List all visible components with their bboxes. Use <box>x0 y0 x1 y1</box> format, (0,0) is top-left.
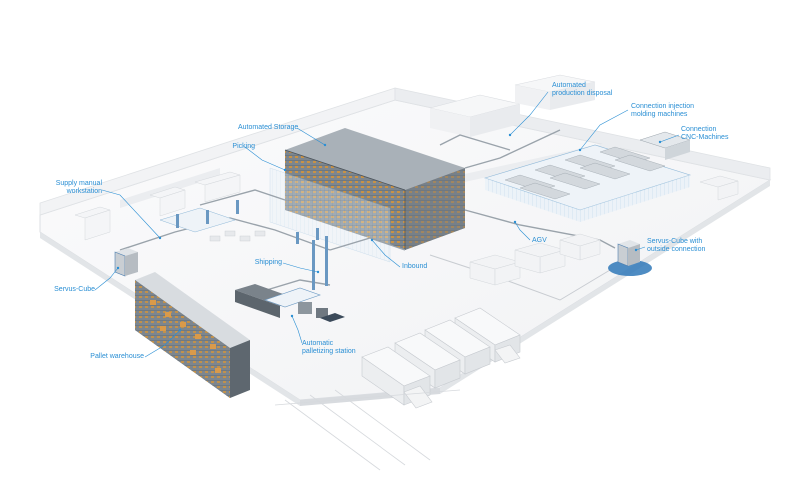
left-boxes <box>74 171 241 241</box>
label-connection-cnc: Connection CNC-Machines <box>681 126 729 141</box>
label-automatic-palletizing: Automatic palletizing station <box>302 340 356 355</box>
label-supply-manual-workstation: Supply manual workstation <box>55 180 102 195</box>
label-automated-production-disposal: Automated production disposal <box>552 82 613 97</box>
label-inbound: Inbound <box>402 263 428 270</box>
leader-lines <box>94 91 680 358</box>
leader-dots <box>116 133 662 332</box>
roof-boxes <box>429 74 596 137</box>
label-agv: AGV <box>532 237 547 244</box>
label-servus-cube-outside: Servus-Cube with outside connection <box>647 238 706 253</box>
label-pallet-warehouse: Pallet warehouse <box>90 353 144 360</box>
truck-4 <box>361 346 433 409</box>
agv-path <box>429 254 611 301</box>
servus-cube-left <box>114 248 138 277</box>
label-picking: Picking <box>232 143 255 150</box>
trucks <box>361 307 521 409</box>
label-servus-cube: Servus-Cube <box>54 286 95 293</box>
palletizing-station <box>235 236 345 322</box>
injection-molding-area <box>484 131 691 222</box>
parking-lines <box>274 389 461 471</box>
automated-storage-block <box>269 128 465 263</box>
picking-workstations <box>159 200 319 244</box>
label-shipping: Shipping <box>254 259 282 266</box>
pallet-warehouse <box>135 272 250 398</box>
label-automated-storage: Automated Storage <box>238 124 299 131</box>
label-connection-injection: Connection injection molding machines <box>631 103 695 118</box>
outside-crates <box>469 175 739 286</box>
